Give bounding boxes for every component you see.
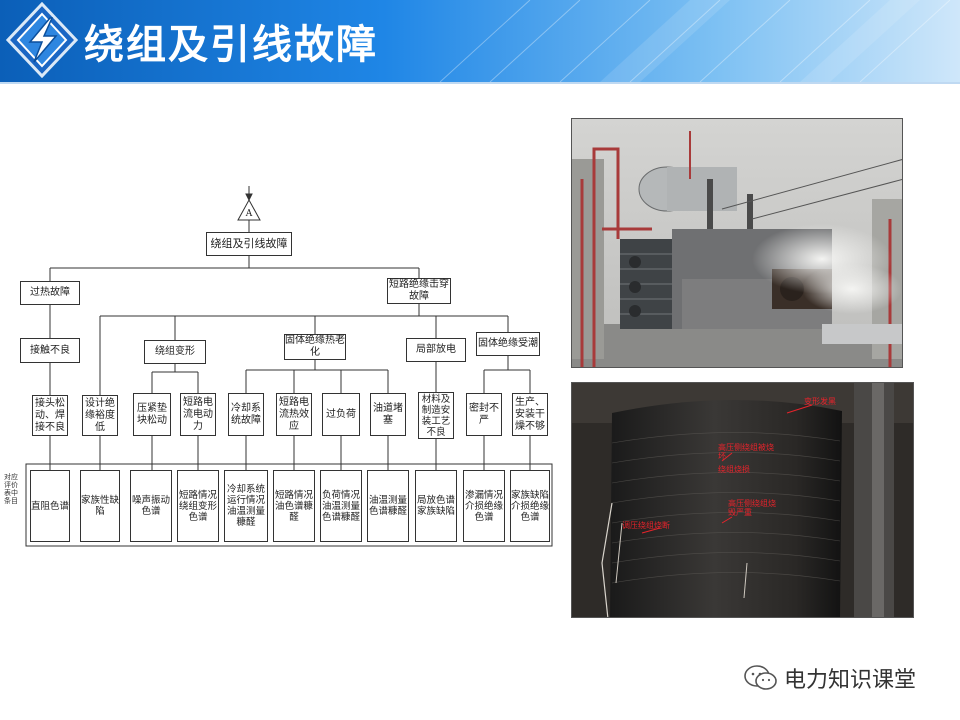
cause-poor-manufacturing: 材料及制造安装工艺不良 <box>418 392 454 439</box>
annotation-hv-severe: 高压侧绕组烧毁严重 <box>728 499 776 517</box>
item-short-circuit-oil: 短路情况油色谱糠醛 <box>273 470 315 542</box>
wechat-icon <box>744 665 777 690</box>
node-short-circuit-fault: 短路绝缘击穿故障 <box>387 278 451 304</box>
logo-icon <box>6 2 78 78</box>
cause-electrodynamic-force: 短路电流电动力 <box>180 393 216 436</box>
header-banner: 绕组及引线故障 <box>0 0 960 82</box>
burnt-winding-photo: 变形发黑 高压侧绕组被烧坏 绕组烧损 高压侧绕组烧毁严重 调压绕组烧断 <box>571 382 914 618</box>
burnt-winding-image <box>572 383 913 617</box>
page-title: 绕组及引线故障 <box>84 22 378 68</box>
header-decoration <box>439 0 951 82</box>
root-node: 绕组及引线故障 <box>206 232 292 256</box>
cause-cooling-failure: 冷却系统故障 <box>228 393 264 436</box>
node-overheat-fault: 过热故障 <box>20 281 80 305</box>
cause-overload: 过负荷 <box>322 393 360 436</box>
node-insulation-aging: 固体绝缘热老化 <box>284 334 346 360</box>
node-insulation-moisture: 固体绝缘受潮 <box>476 332 540 356</box>
annotation-hv-damage: 高压侧绕组被烧坏 <box>718 443 774 461</box>
item-partial-discharge: 局放色谱家族缺陷 <box>415 470 457 542</box>
flowchart-connectors <box>25 186 553 547</box>
item-leakage: 渗漏情况介损绝缘色谱 <box>463 470 505 542</box>
cause-thermal-effect: 短路电流热效应 <box>276 393 312 436</box>
item-winding-deformation: 短路情况绕组变形色谱 <box>177 470 219 542</box>
fault-flowchart: A 绕组及引线故障 过热故障 短路绝缘击穿故障 接触不良 绕组变形 固体绝缘热老… <box>0 180 560 550</box>
transformer-fire-image <box>572 119 902 367</box>
annotation-deformation: 变形发黑 <box>804 397 836 406</box>
cause-insufficient-drying: 生产、安装干燥不够 <box>512 393 548 436</box>
annotation-regulating-break: 调压绕组烧断 <box>622 521 670 530</box>
annotation-burnt: 绕组烧损 <box>718 465 750 474</box>
watermark-text: 电力知识课堂 <box>784 668 917 693</box>
cause-low-margin: 设计绝缘裕度低 <box>82 395 118 436</box>
node-poor-contact: 接触不良 <box>20 338 80 363</box>
transformer-fire-photo <box>571 118 903 368</box>
node-partial-discharge: 局部放电 <box>406 338 466 362</box>
cause-poor-sealing: 密封不严 <box>466 393 502 436</box>
item-family-defect: 家族性缺陷 <box>80 470 120 542</box>
cause-loose-joint: 接头松动、焊接不良 <box>32 395 68 436</box>
item-dc-resistance: 直阻色谱 <box>30 470 70 542</box>
cause-loose-spacer: 压紧垫块松动 <box>133 393 171 436</box>
item-oil-temperature: 油温测量色谱糠醛 <box>367 470 409 542</box>
item-load-condition: 负荷情况油温测量色谱糠醛 <box>320 470 362 542</box>
cause-oil-duct-blocked: 油道堵塞 <box>370 393 406 436</box>
item-cooling-system: 冷却系统运行情况油温测量糠醛 <box>224 470 268 542</box>
item-noise-vibration: 噪声振动色谱 <box>130 470 172 542</box>
header-divider <box>0 82 960 84</box>
watermark: 电力知识课堂 <box>744 662 944 694</box>
item-family-defect-insulation: 家族缺陷介损绝缘色谱 <box>510 470 550 542</box>
node-winding-deformation: 绕组变形 <box>144 340 206 364</box>
evaluation-items-label: 对应评价表中条目 <box>4 473 18 505</box>
connector-label-a: A <box>245 209 253 219</box>
